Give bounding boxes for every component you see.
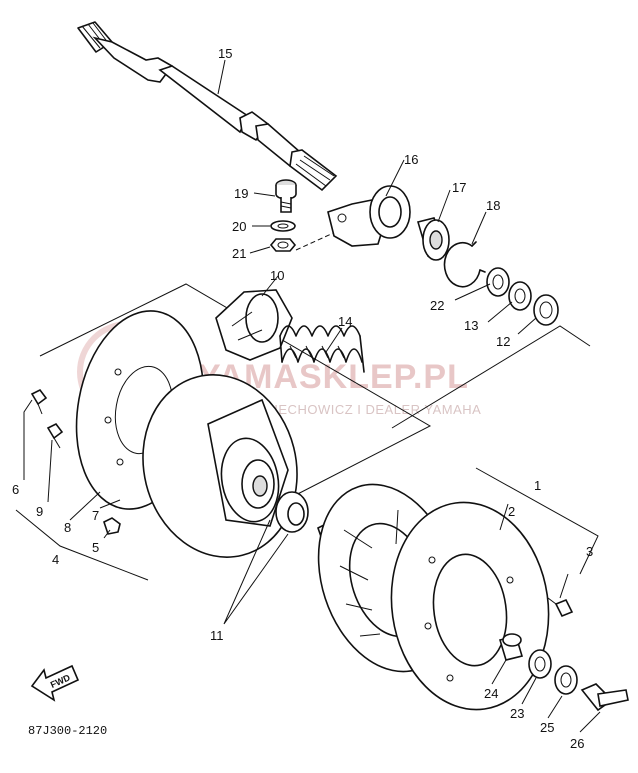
callout-15: 15 <box>218 46 232 61</box>
bolt-19 <box>275 179 297 213</box>
fwd-arrow-icon: FWD <box>30 664 80 702</box>
callout-21: 21 <box>232 246 246 261</box>
bolt-6 <box>30 388 48 415</box>
figure-code: 87J300-2120 <box>28 724 107 738</box>
nut-5 <box>103 517 121 535</box>
washer-23 <box>528 649 552 679</box>
callout-23: 23 <box>510 706 524 721</box>
watermark-subtitle: WOJCIECHOWICZ I DEALER YAMAHA <box>234 402 481 417</box>
callout-12: 12 <box>496 334 510 349</box>
spring-seat-10 <box>215 289 293 361</box>
callout-5: 5 <box>92 540 99 555</box>
callout-1: 1 <box>534 478 541 493</box>
callout-18: 18 <box>486 198 500 213</box>
leader-lines <box>15 59 601 733</box>
callout-25: 25 <box>540 720 554 735</box>
callout-22: 22 <box>430 298 444 313</box>
assembly-bracket-right <box>391 325 591 429</box>
washer-22 <box>486 267 510 297</box>
assembly-bracket-upper <box>39 283 432 501</box>
callout-9: 9 <box>36 504 43 519</box>
bolt-26 <box>580 683 629 712</box>
assembly-bracket-2-3 <box>475 467 599 575</box>
nut-21 <box>269 238 297 252</box>
callout-19: 19 <box>234 186 248 201</box>
collar-24 <box>498 633 524 661</box>
callout-11: 11 <box>210 628 224 643</box>
callout-4: 4 <box>52 552 59 567</box>
circlip-18 <box>443 241 486 288</box>
callout-14: 14 <box>338 314 352 329</box>
washer-20 <box>270 220 296 232</box>
callout-10: 10 <box>270 268 284 283</box>
collar-11 <box>275 491 309 533</box>
bearing-17 <box>416 217 450 261</box>
primary-shaft <box>77 21 338 192</box>
callout-8: 8 <box>64 520 71 535</box>
washer-12 <box>533 294 559 326</box>
callout-6: 6 <box>12 482 19 497</box>
callout-7: 7 <box>92 508 99 523</box>
callout-3: 3 <box>586 544 593 559</box>
callout-2: 2 <box>508 504 515 519</box>
screw-3 <box>547 597 574 618</box>
bearing-housing-16 <box>327 185 411 247</box>
bolt-9 <box>46 422 64 449</box>
callout-17: 17 <box>452 180 466 195</box>
washer-25 <box>554 665 578 695</box>
washer-13 <box>508 281 532 311</box>
movable-sheave-4 <box>142 374 298 558</box>
callout-labels: 15 16 17 18 19 20 21 10 14 22 13 12 6 9 … <box>12 46 593 751</box>
callout-24: 24 <box>484 686 498 701</box>
callout-26: 26 <box>570 736 584 751</box>
callout-13: 13 <box>464 318 478 333</box>
callout-20: 20 <box>232 219 246 234</box>
spring-14 <box>279 325 365 373</box>
callout-16: 16 <box>404 152 418 167</box>
